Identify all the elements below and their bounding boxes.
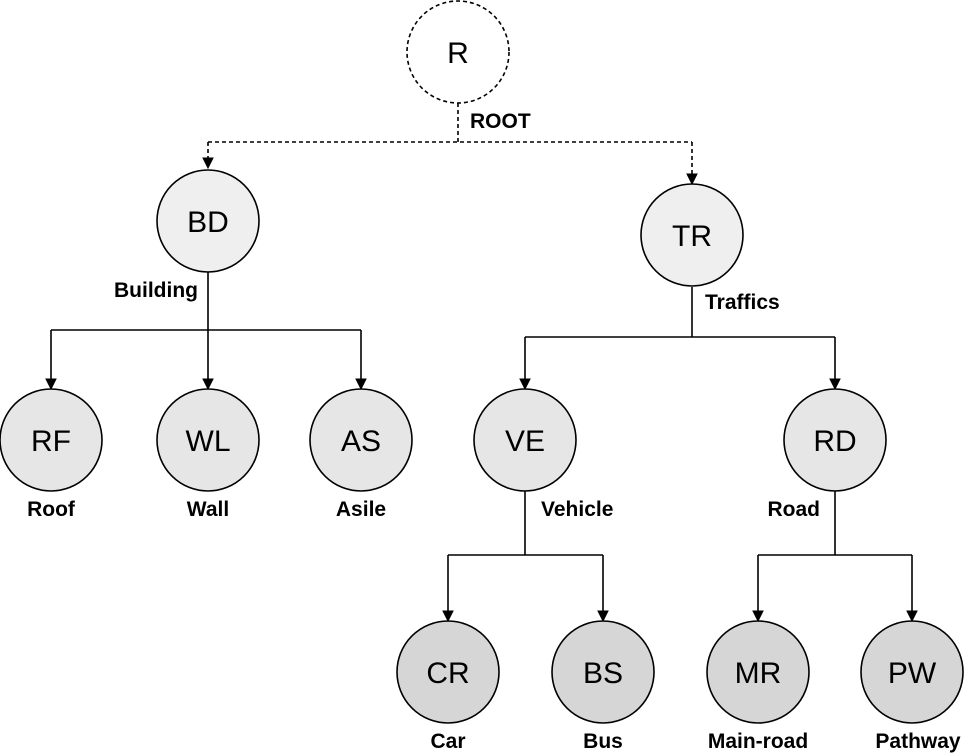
arrow-head: [45, 378, 57, 391]
arrow-head: [519, 378, 531, 391]
node-tr-caption: Traffics: [705, 291, 780, 314]
node-rd-caption: Road: [768, 498, 821, 521]
arrow-head: [202, 157, 214, 170]
node-mr-caption: Main-road: [708, 730, 808, 753]
node-root-code: R: [447, 37, 469, 70]
node-pw-caption: Pathway: [875, 730, 961, 753]
node-root-caption: ROOT: [470, 110, 531, 133]
node-ve-code: VE: [505, 425, 545, 458]
node-rf-caption: Roof: [27, 498, 76, 521]
arrow-head: [202, 378, 214, 391]
node-pw-code: PW: [888, 657, 937, 690]
node-tr-circle: [640, 183, 744, 287]
root-edges: [202, 103, 698, 186]
arrow-head: [829, 378, 841, 391]
node-mr-circle: [706, 620, 810, 724]
node-bd-caption: Building: [114, 279, 198, 302]
node-as-caption: Asile: [336, 498, 386, 521]
node-rd-code: RD: [813, 425, 856, 458]
node-bs-circle: [551, 620, 655, 724]
node-ve: VE Vehicle: [473, 388, 613, 521]
node-bd: BD Building: [114, 169, 260, 302]
arrow-head: [752, 610, 764, 623]
node-rf-circle: [0, 388, 103, 492]
node-as-code: AS: [341, 425, 381, 458]
node-mr: MR Main-road: [706, 620, 810, 753]
arrow-head: [442, 610, 454, 623]
node-bs-caption: Bus: [583, 730, 623, 753]
tr-edges: [519, 287, 841, 391]
arrow-head: [355, 378, 367, 391]
node-as-circle: [309, 388, 413, 492]
node-wl-circle: [156, 388, 260, 492]
node-rd: RD Road: [768, 388, 887, 521]
node-pw-circle: [860, 620, 964, 724]
node-root: R ROOT: [406, 0, 531, 133]
node-bd-circle: [156, 169, 260, 273]
bd-edges: [45, 272, 367, 391]
node-mr-code: MR: [735, 657, 782, 690]
arrow-head: [597, 610, 609, 623]
node-ve-caption: Vehicle: [541, 498, 613, 521]
node-cr-circle: [396, 620, 500, 724]
arrow-head: [906, 610, 918, 623]
node-bs: BS Bus: [551, 620, 655, 753]
node-root-circle: [406, 0, 510, 104]
node-rf: RF Roof: [0, 388, 103, 521]
node-cr-caption: Car: [430, 730, 465, 753]
rd-edges: [752, 490, 918, 623]
node-ve-circle: [473, 388, 577, 492]
node-wl-caption: Wall: [187, 498, 229, 521]
node-cr-code: CR: [426, 657, 469, 690]
node-rf-code: RF: [31, 425, 71, 458]
node-bd-code: BD: [187, 206, 229, 239]
arrow-head: [686, 173, 698, 186]
node-rd-circle: [783, 388, 887, 492]
node-as: AS Asile: [309, 388, 413, 521]
node-wl-code: WL: [186, 425, 231, 458]
node-wl: WL Wall: [156, 388, 260, 521]
node-cr: CR Car: [396, 620, 500, 753]
node-pw: PW Pathway: [860, 620, 964, 753]
node-bs-code: BS: [583, 657, 623, 690]
node-tr-code: TR: [672, 220, 712, 253]
node-tr: TR Traffics: [640, 183, 780, 314]
ve-edges: [442, 490, 609, 623]
